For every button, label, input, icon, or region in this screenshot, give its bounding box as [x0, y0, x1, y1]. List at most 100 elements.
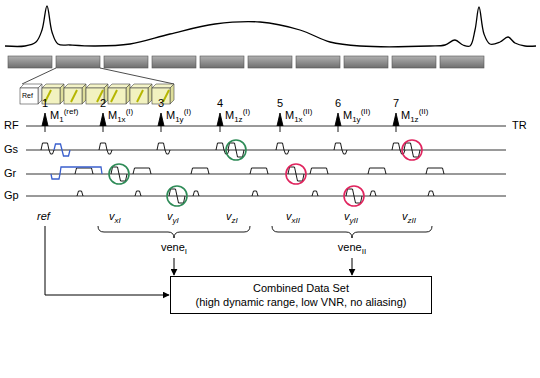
subscript: 1z [410, 115, 418, 124]
subscript: 1y [352, 115, 360, 124]
rf-pulse [100, 113, 106, 126]
zoom-line [22, 68, 174, 84]
label-group: vzI [226, 210, 238, 227]
label-group: Gr [4, 167, 16, 180]
result-box: Combined Data Set(high dynamic range, lo… [170, 276, 432, 314]
label-group: M1x(II) [285, 105, 312, 126]
label: RF [4, 119, 19, 131]
gradient-lobe [428, 191, 434, 196]
label-group: 5 [277, 97, 283, 110]
drawing-part [148, 84, 152, 104]
rf-pulse [338, 126, 339, 132]
label-group: Gs [4, 143, 18, 156]
label-group: 7 [393, 97, 399, 110]
gradient-lobe [250, 168, 268, 174]
drawing-part [108, 88, 126, 104]
gradient-lobe [284, 150, 289, 154]
bracket [98, 226, 250, 238]
drawing-part [111, 90, 117, 102]
superscript: (II) [303, 107, 313, 116]
label: vene [338, 241, 362, 253]
gradient-lobe [157, 143, 165, 150]
label: 1 [42, 97, 48, 109]
label-group: M1y(II) [343, 105, 370, 126]
drawing-part [130, 88, 148, 104]
gradient-lobe [276, 143, 284, 150]
subscript: yI [173, 216, 179, 225]
label-group: 2 [100, 97, 106, 110]
acquisition-block [440, 56, 484, 68]
label-group: M1(ref) [50, 105, 78, 126]
label-group: veneI [161, 241, 187, 258]
label: M [401, 109, 410, 121]
drawing-part [38, 84, 42, 104]
gradient-lobes [41, 113, 444, 203]
label-group: ref [37, 210, 50, 223]
label-group: TR [512, 119, 527, 132]
label: v [286, 210, 292, 222]
gradient-lobe [75, 168, 93, 174]
venc-arrow [352, 258, 353, 275]
label: M [108, 109, 117, 121]
label: 4 [217, 97, 223, 109]
gradient-lobe [426, 168, 444, 174]
superscript: (II) [419, 107, 429, 116]
gradient-lobe [49, 150, 54, 154]
label-group: 1 [42, 97, 48, 110]
encoding-circle [286, 164, 306, 184]
axis-line [26, 126, 506, 127]
superscript: (I) [184, 107, 192, 116]
label: v [344, 210, 350, 222]
gradient-lobe [310, 168, 328, 174]
label: M [50, 109, 59, 121]
drawing-part [60, 84, 64, 104]
label-group: vxI [109, 210, 121, 227]
bracket [272, 226, 432, 238]
acquisition-block [392, 56, 436, 68]
subscript: xII [292, 216, 300, 225]
label: v [402, 210, 408, 222]
subscript: xI [115, 216, 121, 225]
label: v [109, 210, 115, 222]
encoding-circle [226, 140, 246, 160]
box-text: Combined Data Set [177, 281, 425, 295]
box-text: (high dynamic range, low VNR, no aliasin… [177, 295, 425, 309]
rf-pulse [42, 113, 48, 126]
label-group: vzII [402, 210, 416, 227]
gradient-lobe [191, 168, 209, 174]
drawing-part [170, 84, 174, 104]
label-group: Gp [4, 189, 19, 202]
gradient-lobe [368, 168, 386, 174]
bipolar-lobe [228, 143, 244, 157]
rf-pulse [280, 126, 281, 132]
rf-pulse [277, 113, 283, 126]
gradient-lobe [133, 168, 151, 174]
gradient-lobe [165, 150, 170, 154]
label-group: Ref [22, 92, 33, 100]
bipolar-lobe [169, 189, 185, 203]
superscript: (I) [126, 107, 134, 116]
rf-pulse [335, 113, 341, 126]
encoding-circle [344, 186, 364, 206]
subscript: zI [232, 216, 238, 225]
subscript: 1y [175, 115, 183, 124]
rf-pulse [45, 126, 46, 132]
label: 5 [277, 97, 283, 109]
rf-pulse [161, 126, 162, 132]
subscript: yII [350, 216, 358, 225]
label: v [226, 210, 232, 222]
label-group: veneII [338, 241, 366, 258]
bipolar-lobe [404, 143, 420, 157]
rf-pulse [103, 126, 104, 132]
subscript: 1 [59, 115, 63, 124]
label-group: vyII [344, 210, 358, 227]
gradient-lobe [41, 143, 49, 150]
label-group: M1x(I) [108, 105, 133, 126]
gradient-lobe [312, 191, 318, 196]
label: M [166, 109, 175, 121]
label: M [343, 109, 352, 121]
acquisition-block [8, 56, 52, 68]
label-group: M1z(I) [225, 105, 250, 126]
gradient-lobe [99, 143, 107, 150]
